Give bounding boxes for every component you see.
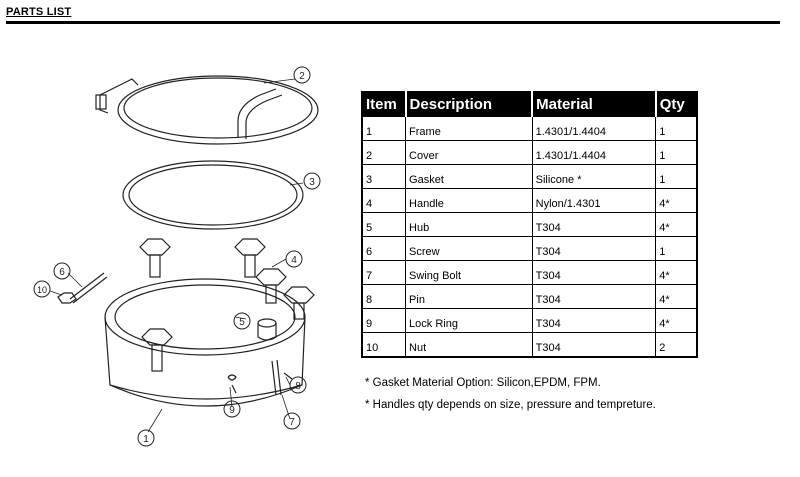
table-row: 10 Nut T304 2 [362, 332, 697, 357]
cell-material: Silicone * [531, 164, 656, 189]
frame-rim-inner [114, 284, 296, 350]
header-qty: Qty [654, 92, 697, 117]
cell-description: Gasket [405, 164, 533, 189]
header-item: Item [362, 92, 406, 117]
cell-item: 10 [362, 332, 406, 357]
cell-qty: 1 [655, 236, 697, 261]
cell-item: 2 [362, 140, 406, 165]
cell-material: 1.4301/1.4404 [531, 140, 656, 165]
swing-bolt [271, 359, 282, 396]
cell-item: 6 [362, 236, 406, 261]
table-row: 9 Lock Ring T304 4* [362, 308, 697, 333]
cover-inner [123, 77, 313, 139]
table-row: 5 Hub T304 4* [362, 212, 697, 237]
parts-list-heading: PARTS LIST [6, 6, 72, 18]
lock-ring [227, 374, 237, 394]
cell-item: 9 [362, 308, 406, 333]
cell-qty: 4* [655, 188, 697, 213]
parts-table: Item Description Material Qty 1 Frame 1.… [361, 91, 698, 358]
gasket-inner [128, 164, 298, 226]
callout-label: 10 [37, 285, 47, 295]
screw [69, 272, 108, 304]
table-header-row: Item Description Material Qty [362, 92, 697, 117]
nut [57, 292, 77, 304]
cover-handle [237, 88, 283, 139]
cell-item: 7 [362, 260, 406, 285]
heading-rule [6, 21, 780, 24]
hub [257, 318, 277, 328]
table-row: 2 Cover 1.4301/1.4404 1 [362, 140, 697, 165]
manway-exploded-diagram: 2 3 4 5 6 10 1 7 9 8 [33, 66, 321, 447]
cell-qty: 1 [655, 164, 697, 189]
table-row: 4 Handle Nylon/1.4301 4* [362, 188, 697, 213]
pin [283, 372, 293, 380]
cell-item: 5 [362, 212, 406, 237]
gasket-outer [122, 160, 304, 230]
callout-label: 6 [59, 267, 65, 278]
cell-description: Swing Bolt [405, 260, 533, 285]
header-description: Description [404, 92, 533, 117]
cell-material: T304 [531, 212, 656, 237]
cell-qty: 4* [655, 260, 697, 285]
cell-qty: 1 [655, 116, 697, 141]
cell-material: T304 [531, 284, 656, 309]
cell-qty: 2 [655, 332, 697, 357]
cell-qty: 4* [655, 212, 697, 237]
cell-description: Pin [405, 284, 533, 309]
cell-description: Cover [405, 140, 533, 165]
cell-material: T304 [531, 260, 656, 285]
cell-material: Nylon/1.4301 [531, 188, 656, 213]
header-material: Material [531, 92, 656, 117]
table-row: 8 Pin T304 4* [362, 284, 697, 309]
cell-description: Hub [405, 212, 533, 237]
callout-label: 1 [143, 434, 149, 445]
cell-material: T304 [531, 308, 656, 333]
callout-label: 4 [291, 255, 297, 266]
gasket-material-note: * Gasket Material Option: Silicon,EPDM, … [365, 377, 601, 389]
callout-label: 2 [299, 71, 305, 82]
table-row: 1 Frame 1.4301/1.4404 1 [362, 116, 697, 141]
frame-body [104, 316, 306, 407]
cell-qty: 1 [655, 140, 697, 165]
callout-label: 7 [289, 417, 295, 428]
cell-item: 1 [362, 116, 406, 141]
cell-qty: 4* [655, 308, 697, 333]
cell-description: Nut [405, 332, 533, 357]
cover-outline [117, 75, 319, 145]
cell-description: Lock Ring [405, 308, 533, 333]
cell-material: T304 [531, 236, 656, 261]
frame-rim-outer [104, 278, 306, 356]
callout-label: 5 [239, 317, 245, 328]
handles-qty-note: * Handles qty depends on size, pressure … [365, 399, 656, 411]
cell-item: 3 [362, 164, 406, 189]
cell-qty: 4* [655, 284, 697, 309]
callout-label: 3 [309, 177, 315, 188]
cell-description: Screw [405, 236, 533, 261]
callouts [33, 66, 321, 447]
cell-material: 1.4301/1.4404 [531, 116, 656, 141]
callout-label: 9 [229, 405, 235, 416]
cell-description: Handle [405, 188, 533, 213]
cell-description: Frame [405, 116, 533, 141]
cell-material: T304 [531, 332, 656, 357]
table-row: 7 Swing Bolt T304 4* [362, 260, 697, 285]
table-row: 3 Gasket Silicone * 1 [362, 164, 697, 189]
footnotes: * Gasket Material Option: Silicon,EPDM, … [365, 372, 656, 416]
callout-label: 8 [295, 381, 301, 392]
cell-item: 8 [362, 284, 406, 309]
hand-knobs [139, 238, 315, 372]
cell-item: 4 [362, 188, 406, 213]
table-row: 6 Screw T304 1 [362, 236, 697, 261]
